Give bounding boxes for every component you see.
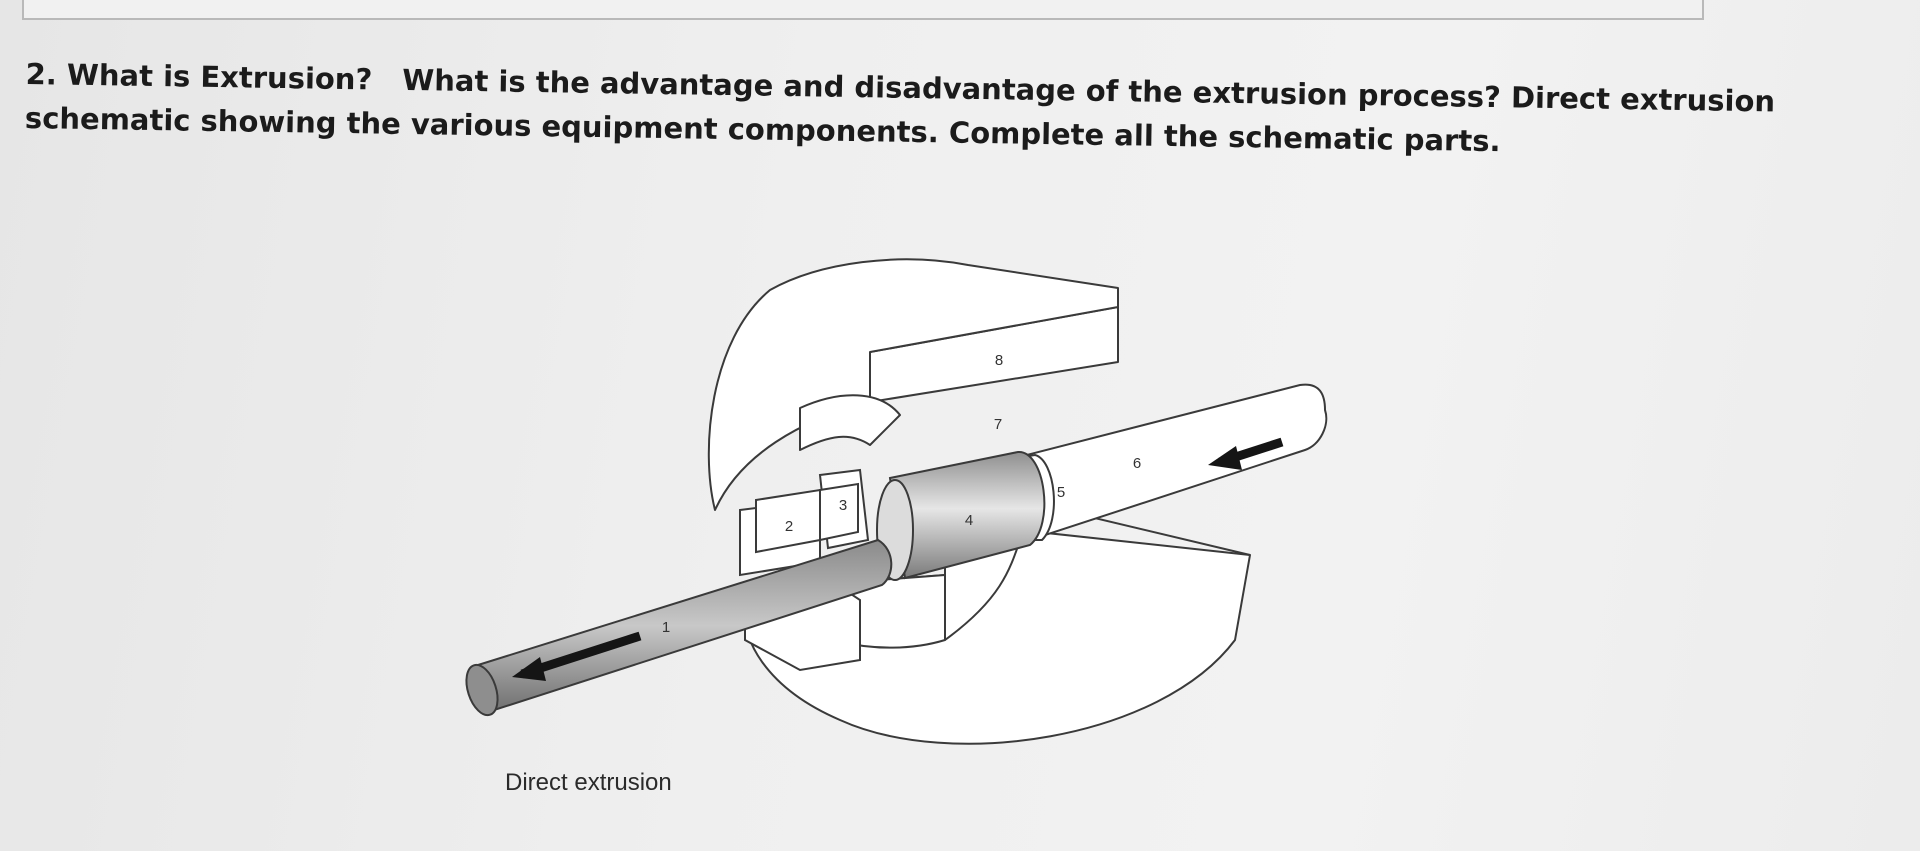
part-label-1: 1 (662, 619, 670, 636)
part-label-7: 7 (994, 416, 1002, 433)
ram-arrow-head (1208, 446, 1242, 470)
figure-caption: Direct extrusion (505, 769, 672, 796)
die-front (755, 482, 859, 554)
part-label-6: 6 (1133, 455, 1141, 472)
part-label-3: 3 (839, 497, 847, 514)
part-label-5: 5 (1057, 484, 1065, 501)
product-arrow-head (512, 657, 546, 681)
part-label-4: 4 (965, 512, 973, 529)
part-label-2: 2 (785, 518, 793, 535)
extruded-product (465, 538, 893, 717)
part-label-8: 8 (995, 352, 1003, 369)
dummy-block-and-ram (1011, 383, 1328, 542)
answer-box-edge (22, 0, 1704, 20)
